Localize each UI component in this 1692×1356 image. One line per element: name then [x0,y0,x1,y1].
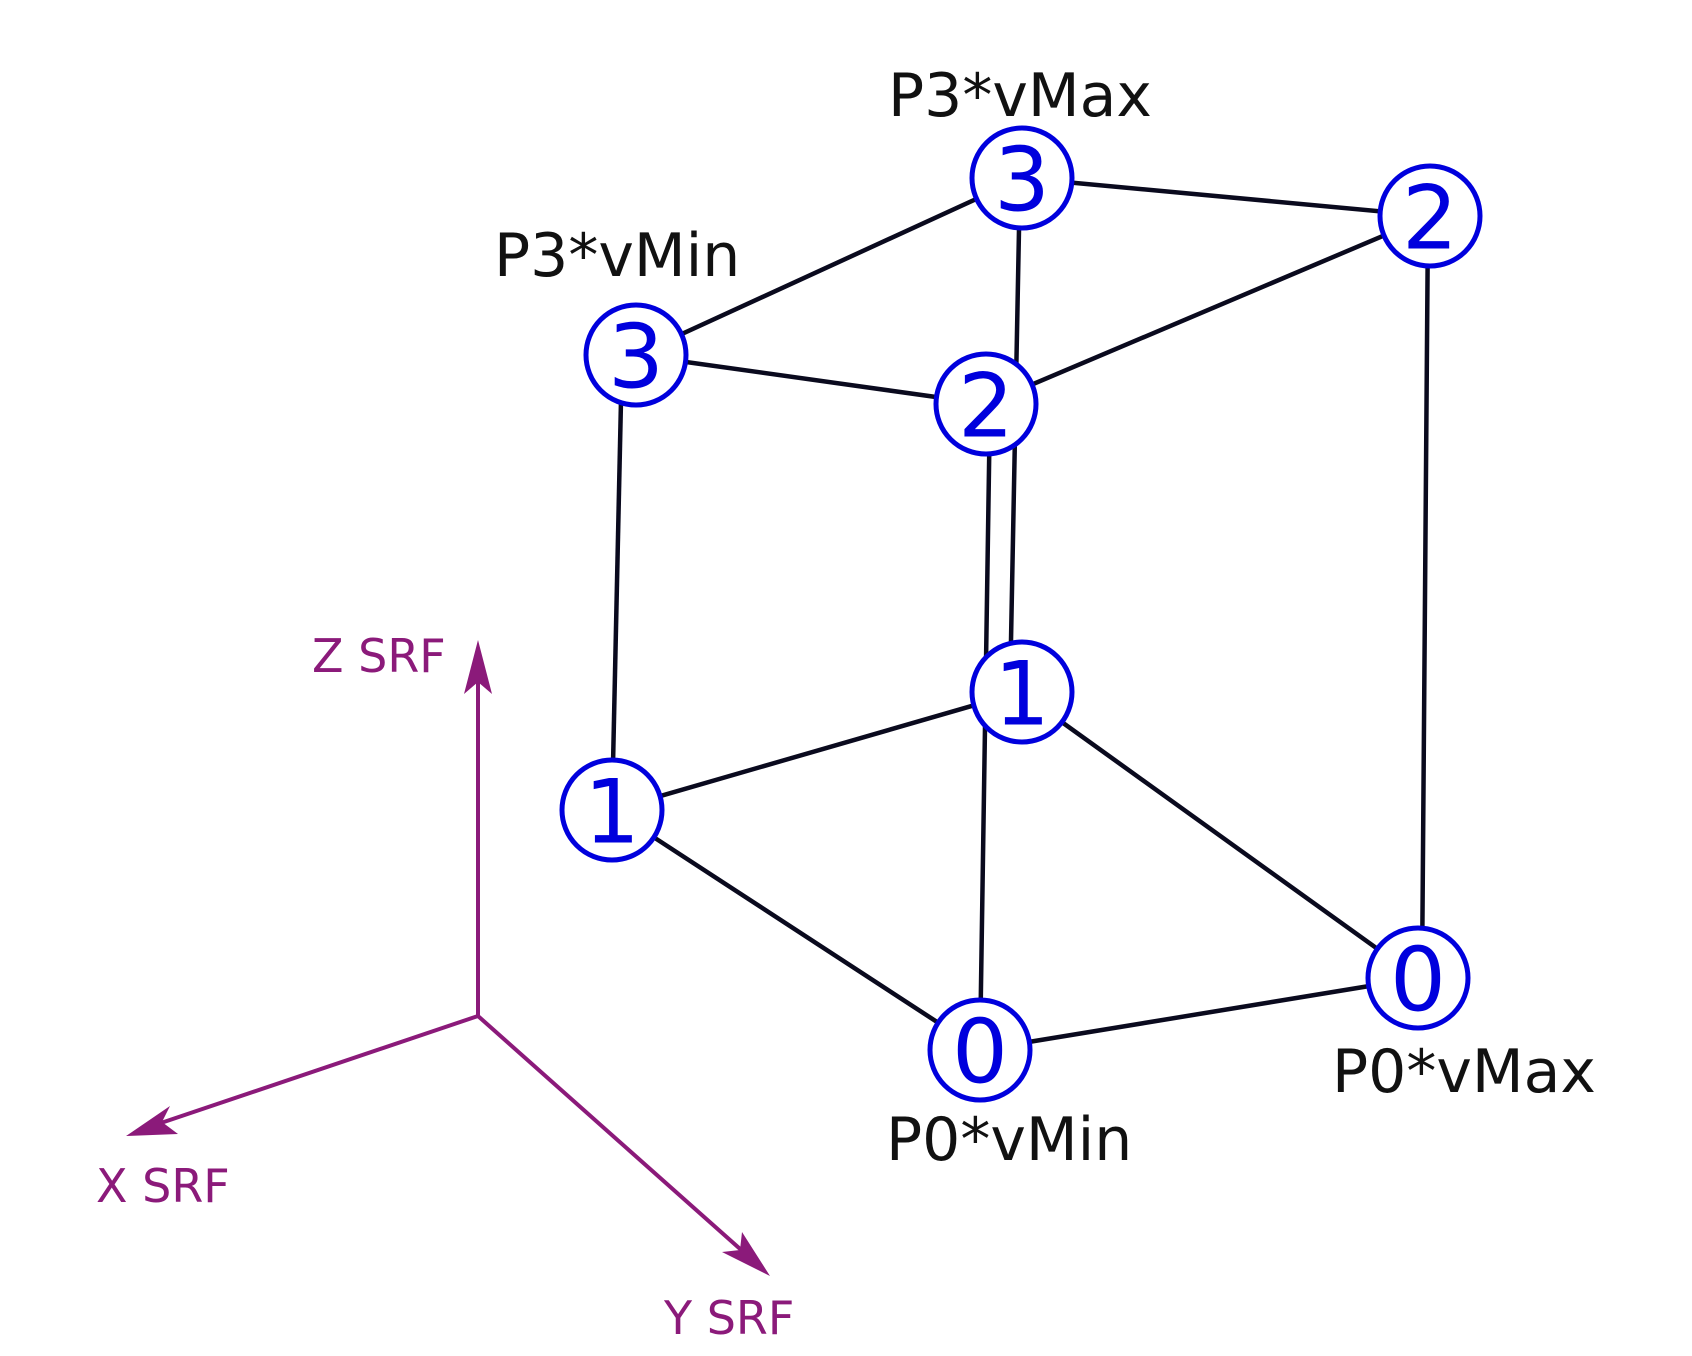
edge-top-left3-to-top-back3 [633,175,1025,358]
edge-top-left3-to-bottom-left1 [609,352,625,813]
x-axis-line [151,1014,479,1128]
label-p3-vmin: P3*vMin [494,221,740,291]
node-top-left-3: 3 [583,302,689,409]
edge-top-front2-to-top-right2 [983,213,1433,407]
node-bottom-right-0: 0 [1365,925,1471,1032]
y-axis-arrowhead [722,1232,770,1276]
edge-top-left3-to-top-front2 [633,352,989,407]
node-top-right-2: 2 [1377,163,1483,270]
z-axis-arrowhead [464,640,492,694]
edge-bottom-back1-to-bottom-right0 [1017,689,1421,981]
x-axis-label: X SRF [96,1159,230,1213]
node-top-back-3: 3 [969,125,1075,232]
y-axis-line [476,1014,750,1258]
node-label: 1 [584,761,640,864]
x-axis-arrowhead [126,1106,178,1136]
node-bottom-front-0: 0 [927,997,1033,1104]
nodes: 3 2 3 2 1 1 0 0 [559,125,1483,1104]
node-bottom-left-1: 1 [559,757,665,864]
corner-labels: P3*vMax P3*vMin P0*vMin P0*vMax [494,61,1596,1175]
label-p0-vmax: P0*vMax [1332,1037,1596,1107]
node-label: 1 [994,643,1050,746]
edge-top-right2-to-bottom-right0 [1419,213,1431,981]
node-label: 2 [958,355,1014,458]
node-top-front-2: 2 [933,351,1039,458]
srf-axes: Z SRF X SRF Y SRF [96,629,794,1345]
node-label: 3 [994,129,1050,232]
edge-top-back3-to-top-right2 [1019,175,1433,219]
node-label: 0 [952,1001,1008,1104]
label-p3-vmax: P3*vMax [888,61,1152,131]
label-p0-vmin: P0*vMin [886,1105,1132,1175]
node-label: 2 [1402,167,1458,270]
node-label: 3 [608,306,664,409]
node-label: 0 [1390,929,1446,1032]
node-bottom-back-1: 1 [969,639,1075,746]
edge-bottom-left1-to-bottom-front0 [609,807,983,1053]
edges [609,175,1433,1053]
edge-bottom-front0-to-bottom-right0 [977,975,1421,1053]
y-axis-label: Y SRF [663,1291,794,1345]
z-axis-label: Z SRF [312,629,446,683]
edge-bottom-left1-to-bottom-back1 [609,689,1023,813]
